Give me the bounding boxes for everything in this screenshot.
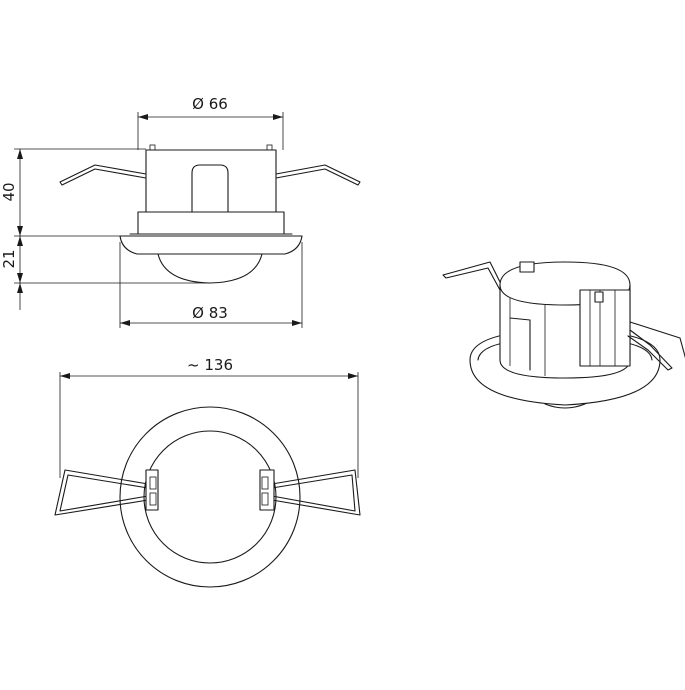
lens-dome [157, 253, 263, 284]
perspective-view [442, 261, 685, 409]
outer-ring [119, 406, 301, 588]
height-upper-label: 40 [0, 182, 18, 201]
bottom-diameter-label: Ø 83 [192, 304, 228, 322]
height-lower-label: 21 [0, 249, 18, 268]
plan-clip-right [259, 469, 361, 516]
collar [129, 211, 293, 235]
dimension-heights: 40 21 [0, 148, 210, 310]
dimension-overall-width: ~ 136 [59, 356, 359, 478]
plan-view: ~ 136 [54, 356, 361, 588]
plan-clip-left [54, 469, 159, 516]
persp-clip-right [627, 329, 673, 371]
spring-clip-left [59, 164, 147, 186]
dimension-top-diameter: Ø 66 [137, 95, 284, 150]
spring-clip-right [275, 164, 361, 186]
sensor-housing [145, 144, 277, 213]
overall-width-label: ~ 136 [187, 356, 233, 374]
persp-connector-block [579, 289, 631, 367]
side-view: Ø 66 [0, 95, 361, 328]
inner-ring [143, 430, 277, 564]
persp-lens [544, 403, 586, 409]
top-diameter-label: Ø 66 [192, 95, 228, 113]
persp-clip-left [442, 261, 501, 291]
flange [119, 235, 303, 255]
dimension-bottom-diameter: Ø 83 [119, 242, 303, 328]
